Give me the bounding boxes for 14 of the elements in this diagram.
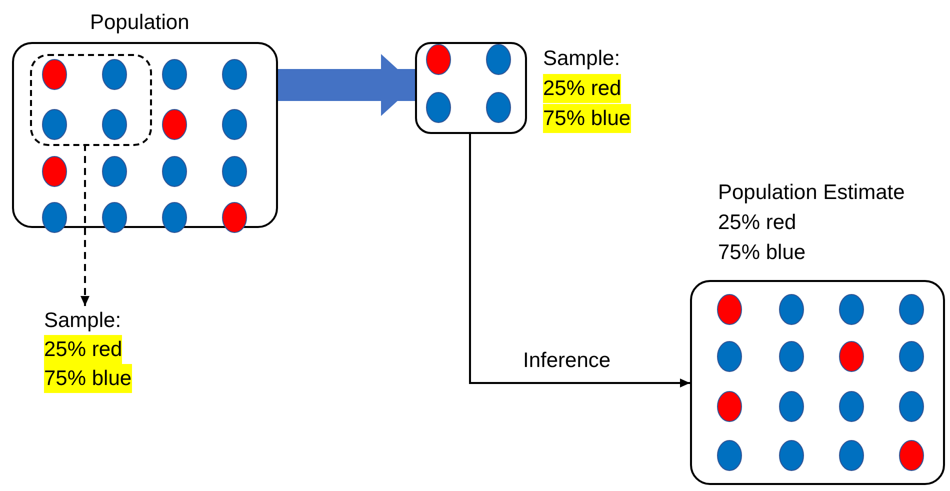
heading-text: Sample: (44, 308, 122, 334)
heading-text: Population (90, 10, 190, 36)
block-arrow (278, 54, 415, 116)
percentage-text: 25% red (543, 74, 622, 103)
arrow (80, 144, 90, 306)
heading-text: Sample: (543, 46, 620, 72)
sample-region-box (30, 54, 152, 146)
percentage-text: 75% blue (718, 240, 806, 266)
percentage-text: 75% blue (543, 104, 631, 133)
percentage-text: 75% blue (44, 364, 132, 393)
percentage-text: 25% red (44, 335, 122, 364)
arrow (469, 134, 690, 388)
percentage-text: 25% red (718, 210, 796, 236)
heading-text: Population Estimate (718, 180, 905, 206)
